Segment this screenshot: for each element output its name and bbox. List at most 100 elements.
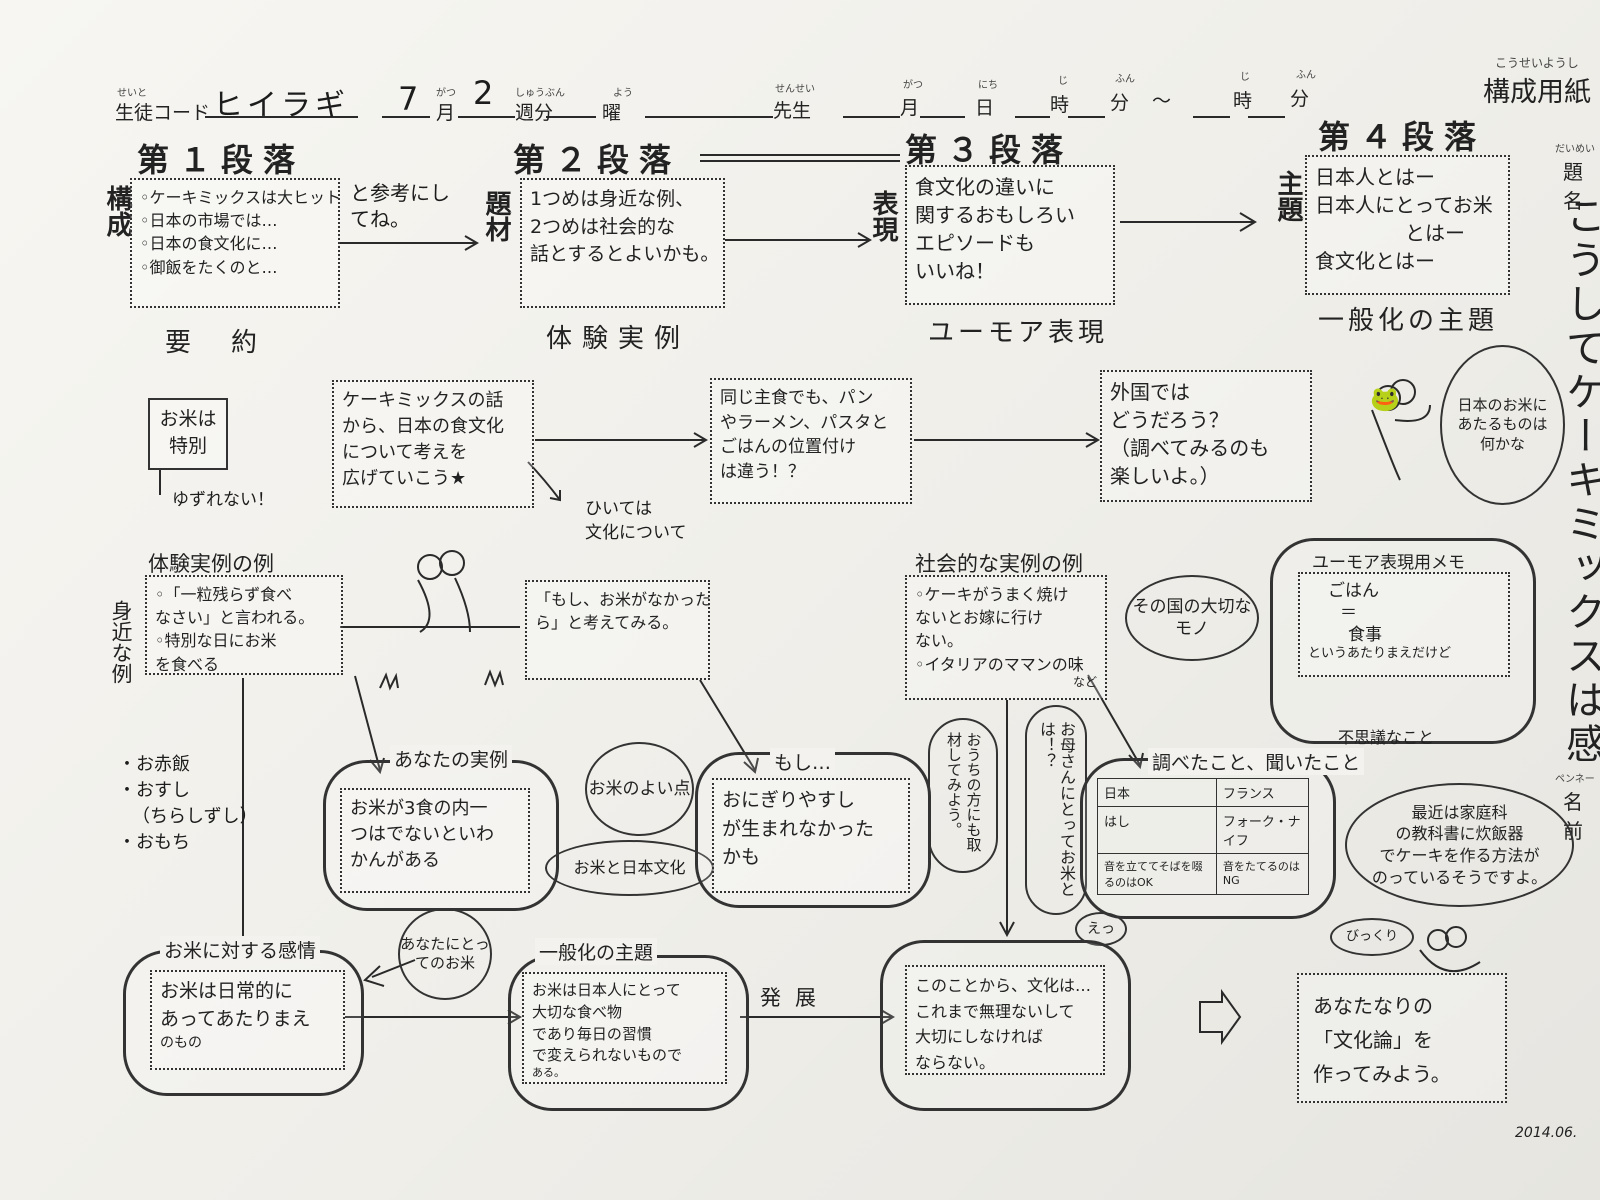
general-line: で変えられないもので <box>532 1046 683 1065</box>
week-label: 週分 <box>515 102 554 124</box>
general-line: 大切な食べ物 <box>532 1002 623 1021</box>
date-month-ruby: がつ <box>903 80 923 91</box>
day-label: 曜 <box>602 102 622 124</box>
student-code-value: ヒイラギ <box>213 88 349 123</box>
rice-note: ゆずれない！ <box>172 490 274 510</box>
food-item: ・おすし <box>118 780 190 802</box>
date-day-label: 日 <box>975 97 995 119</box>
social-title: 社会的な実例の例 <box>915 552 1083 576</box>
social-line: ◦イタリアのママンの味 <box>915 654 1084 674</box>
staple-line: は違う！？ <box>720 461 805 482</box>
experience-line: ◦特別な日にお米 <box>155 631 277 651</box>
country-treasure-bubble: その国の大切なモノ <box>1125 575 1259 661</box>
culture-cloud <box>880 940 1131 1111</box>
p1-caption: 要約 <box>165 328 298 358</box>
p3-box: 食文化の違いに 関するおもしろい エピソードも いいね！ <box>905 165 1115 305</box>
frog-speech: 日本のお米にあたるものは何かな <box>1457 395 1548 453</box>
p4-line: とはー <box>1405 221 1465 245</box>
sheet-ruby: こうせいようし <box>1495 56 1579 70</box>
hour2-ruby: じ <box>1240 72 1250 83</box>
p1-heading: 第１段落 <box>137 141 306 179</box>
cake-mix-line: 広げていこう★ <box>342 468 467 490</box>
kitchen-line: のっているそうですよ。 <box>1371 867 1548 887</box>
p4-box: 日本人とはー 日本人にとってお米 とはー 食文化とはー <box>1305 155 1510 295</box>
general-line: であり毎日の習慣 <box>532 1024 652 1043</box>
table-cell: 音をたてるのはNG <box>1215 853 1310 895</box>
culture-note-line: ひいては <box>585 499 653 519</box>
your-example-title: あなたの実例 <box>390 745 513 772</box>
p2-line: 2つめは社会的な <box>530 215 676 238</box>
rice-culture-bubble: お米と日本文化 <box>545 840 714 896</box>
teacher-ruby: せんせい <box>775 84 815 95</box>
feeling-title: お米に対する感情 <box>160 936 321 963</box>
p1-box: ◦ケーキミックスは大ヒット ◦日本の市場では… ◦日本の食文化に… ◦御飯をたく… <box>130 178 341 308</box>
food-item: （ちらしずし） <box>132 806 258 828</box>
experience-side: 身近な例 <box>109 600 133 684</box>
rice-good-text: お米のよい点 <box>588 778 691 799</box>
culture-line: これまで無理ないして <box>915 1001 1075 1021</box>
frog-icon: 🐸 <box>1370 385 1400 413</box>
humor-line: 食事 <box>1348 625 1382 646</box>
p4-caption: 一般化の主題 <box>1318 306 1499 336</box>
rice-line: 特別 <box>168 434 207 457</box>
rice-special-box: お米は 特別 <box>148 398 228 470</box>
pen-ruby: ペンネー <box>1555 774 1595 785</box>
general-theme-cloud <box>508 955 749 1111</box>
cake-mix-box: ケーキミックスの話 から、日本の食文化 について考えを 広げていこう★ <box>332 380 534 508</box>
feeling-line: あってあたりまえ <box>160 1007 311 1030</box>
foreign-box: 外国では どうだろう？ （調べてみるのも 楽しいよ。） <box>1100 370 1312 502</box>
feeling-line: お米は日常的に <box>160 980 294 1002</box>
rice-culture-text: お米と日本文化 <box>573 857 686 877</box>
p2-side: 題材 <box>481 190 511 242</box>
your-example-box: お米が3食の内一 つはでないといわ かんがある <box>340 788 530 893</box>
culture-line: ならない。 <box>915 1052 996 1072</box>
foreign-line: 外国では <box>1110 380 1190 404</box>
p3-line: エピソードも <box>915 231 1035 255</box>
table-cell: フォーク・ナイフ <box>1215 806 1310 854</box>
week-ruby: しゅうぶん <box>515 88 565 99</box>
humor-caption: 不思議なこと <box>1338 728 1435 747</box>
feeling-box: お米は日常的に あってあたりまえ のもの <box>150 970 345 1070</box>
p1-item: ◦日本の食文化に… <box>140 234 278 254</box>
mother-text: お母さんにとってお米とは！？ <box>1037 721 1076 897</box>
minute2-label: 分 <box>1290 88 1310 110</box>
family-interview-bubble: おうちの方にも取材してみよう。 <box>928 718 998 873</box>
title-vertical: こうしてケーキミックスは感 <box>1559 195 1600 767</box>
p3-caption: ユーモア表現 <box>928 318 1109 348</box>
p2-line: 話とするとよいかも。 <box>530 243 720 266</box>
minute-label: 分 <box>1110 92 1130 114</box>
general-theme-title: 一般化の主題 <box>535 938 658 965</box>
foreign-line: どうだろう？ <box>1110 408 1229 432</box>
rice-good-bubble: お米のよい点 <box>585 742 694 836</box>
cake-mix-line: ケーキミックスの話 <box>342 390 504 411</box>
date-month-label: 月 <box>900 97 920 119</box>
humor-title: ユーモア表現用メモ <box>1312 553 1465 573</box>
date-day-ruby: にち <box>978 80 998 91</box>
general-line: ある。 <box>532 1066 565 1079</box>
what-if-line: 「もし、お米がなかった <box>535 590 712 609</box>
your-example-line: かんがある <box>350 850 440 872</box>
final-line: 作ってみよう。 <box>1313 1062 1451 1086</box>
student-code-label: 生徒コード <box>115 102 211 124</box>
title-ruby: だいめい <box>1555 144 1595 155</box>
p3-side: 表現 <box>868 190 898 242</box>
date-stamp: 2014.06. <box>1515 1125 1578 1141</box>
month-ruby: がつ <box>436 88 456 99</box>
p1-item: ◦御飯をたくのと… <box>140 257 278 277</box>
final-line: あなたなりの <box>1313 994 1433 1018</box>
your-example-line: お米が3食の内一 <box>350 798 488 819</box>
p1-item: ◦ケーキミックスは大ヒット <box>140 188 341 207</box>
kitchen-line: でケーキを作る方法が <box>1379 846 1540 865</box>
p2-box: 1つめは身近な例、 2つめは社会的な 話とするとよいかも。 <box>520 178 725 308</box>
hour-ruby: じ <box>1058 76 1068 87</box>
frog-speech-bubble: 日本のお米にあたるものは何かな <box>1440 345 1565 505</box>
table-cell: 日本 <box>1097 778 1217 807</box>
celebration-food-list: ・お赤飯 ・おすし （ちらしずし） ・おもち <box>118 752 258 856</box>
p2-heading: 第２段落 <box>513 141 682 179</box>
research-title: 調べたこと、聞いたこと <box>1148 748 1365 775</box>
month-label: 月 <box>436 102 456 124</box>
general-theme-box: お米は日本人にとって 大切な食べ物 であり毎日の習慣 で変えられないもので ある… <box>522 972 727 1084</box>
day-ruby: よう <box>613 88 633 99</box>
tilde: ～ <box>1152 90 1172 112</box>
